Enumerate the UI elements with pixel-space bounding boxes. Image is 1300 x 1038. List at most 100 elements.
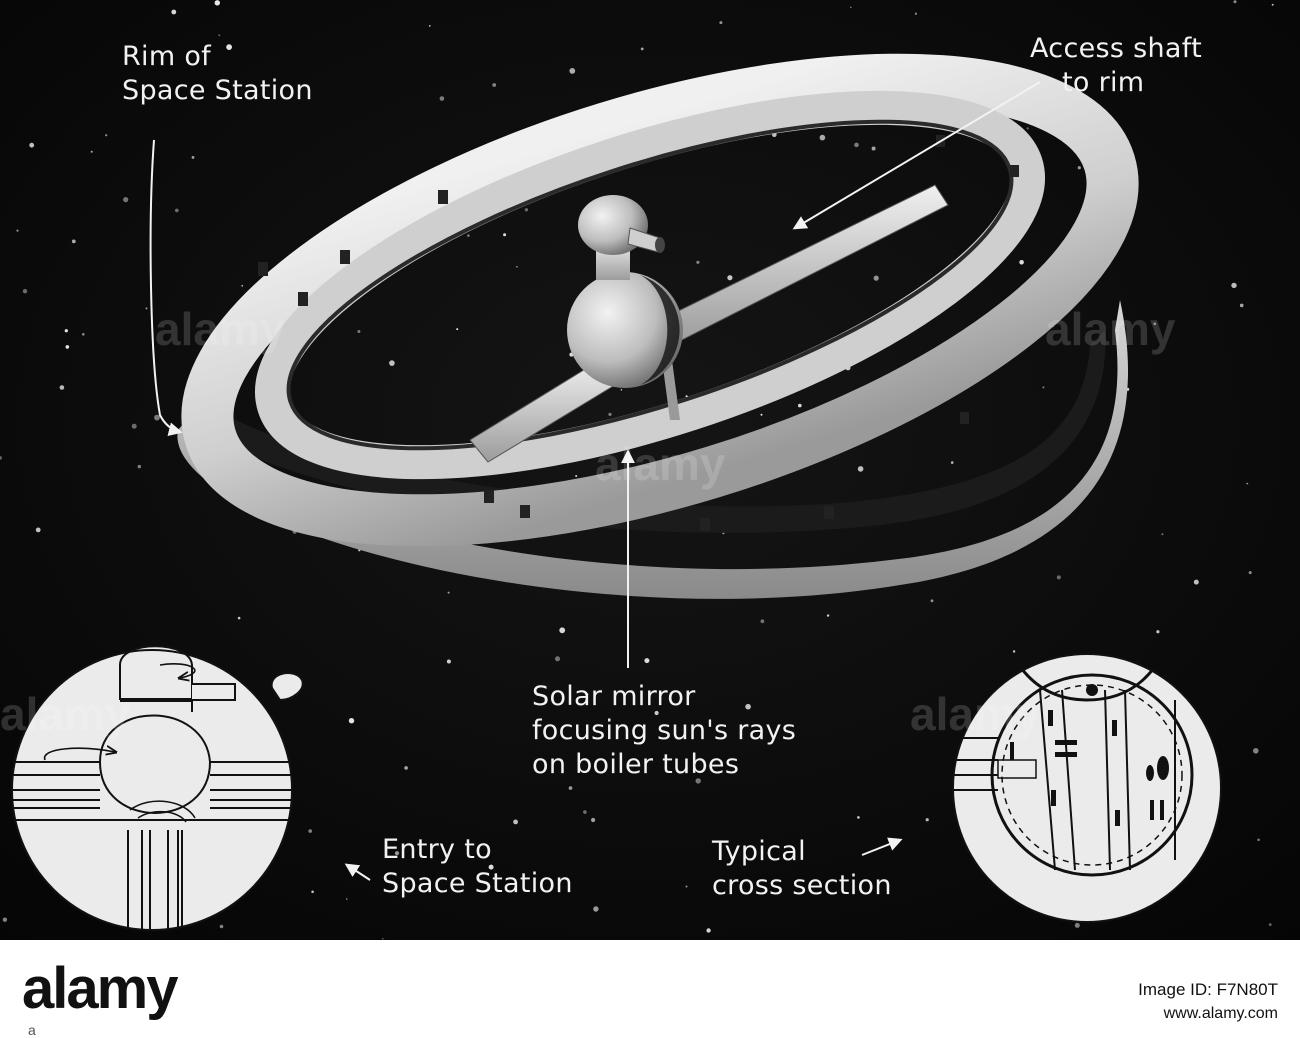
star — [64, 329, 68, 333]
star — [685, 885, 688, 888]
star — [65, 345, 70, 349]
star — [925, 818, 929, 822]
logo-code: a — [28, 1022, 36, 1038]
outer-rim-upper — [181, 53, 1139, 547]
star — [644, 658, 650, 664]
star — [428, 25, 431, 27]
star — [2, 917, 8, 922]
hub-sphere — [567, 272, 683, 388]
star — [492, 83, 497, 87]
star — [35, 527, 41, 533]
star — [524, 208, 529, 212]
star — [357, 330, 361, 333]
entry-label-line-2: Space Station — [382, 868, 573, 899]
star — [1077, 166, 1081, 170]
cross-section-arrow — [861, 837, 903, 856]
callout-arrows — [149, 81, 1041, 881]
star — [467, 234, 470, 237]
solar-mirror-label-line-2: focusing sun's rays — [532, 715, 797, 746]
star — [591, 817, 596, 823]
star — [640, 47, 644, 51]
star — [123, 197, 129, 203]
star — [226, 44, 233, 50]
star — [1268, 923, 1272, 926]
star — [131, 423, 137, 429]
star — [608, 412, 612, 416]
star — [1019, 260, 1024, 265]
star — [1156, 630, 1160, 634]
hub-shadow — [640, 275, 680, 385]
inner-rim-edge — [286, 119, 1014, 451]
star — [914, 12, 918, 15]
solar-mirror-label-line-1: Solar mirror — [532, 681, 696, 712]
star — [760, 413, 763, 416]
star — [456, 328, 459, 331]
star — [950, 461, 954, 464]
rim-label-line-1: Rim of — [122, 41, 211, 72]
rim-shadow — [190, 330, 1106, 533]
star — [1253, 748, 1259, 754]
star — [593, 906, 599, 912]
star — [394, 851, 400, 856]
star — [706, 928, 711, 933]
star — [389, 360, 395, 366]
star — [237, 616, 241, 620]
watermark-text: alamy — [0, 688, 131, 740]
star — [16, 229, 19, 232]
star — [503, 233, 507, 237]
access-shaft-label-line-2: to rim — [1062, 67, 1145, 98]
star — [447, 591, 450, 594]
star — [1271, 3, 1274, 6]
star — [583, 810, 587, 814]
star — [760, 619, 765, 624]
space-station-illustration: alamy alamy alamy alamy alamy — [0, 0, 1300, 940]
star — [1193, 579, 1199, 585]
cross-section-label: Typical cross section — [712, 835, 892, 903]
star — [585, 693, 589, 696]
star — [345, 898, 348, 900]
star — [1153, 322, 1157, 326]
star — [0, 456, 2, 460]
cross-section-inset — [952, 653, 1222, 923]
star — [871, 146, 876, 151]
star — [191, 156, 195, 159]
star — [850, 6, 852, 9]
star — [59, 385, 65, 390]
site-url: www.alamy.com — [1163, 1005, 1278, 1022]
rim-label-line-2: Space Station — [122, 75, 313, 106]
star — [695, 778, 701, 784]
star — [348, 718, 355, 724]
star — [559, 627, 566, 634]
solar-mirror-label: Solar mirror focusing sun's rays on boil… — [532, 680, 796, 782]
star — [1026, 127, 1029, 130]
entry-label: Entry to Space Station — [382, 833, 573, 901]
star — [171, 9, 177, 15]
star — [175, 208, 179, 213]
star — [439, 96, 445, 101]
star — [311, 890, 314, 894]
star — [819, 134, 826, 141]
star — [219, 924, 224, 929]
watermarks: alamy alamy alamy alamy alamy — [0, 303, 1176, 740]
vertical-support — [662, 360, 680, 420]
star — [382, 937, 384, 940]
star — [854, 142, 859, 148]
star — [218, 34, 221, 37]
access-shaft-arrow — [792, 81, 1041, 230]
alamy-logo: alamy — [22, 956, 178, 1021]
inner-rim — [255, 90, 1045, 480]
star — [90, 150, 93, 153]
star — [555, 656, 560, 662]
solar-mirror-label-line-3: on boiler tubes — [532, 749, 740, 780]
star — [568, 786, 573, 790]
star — [1056, 575, 1061, 580]
star — [137, 464, 141, 469]
watermark-text: alamy — [595, 438, 726, 490]
star — [488, 864, 494, 870]
star — [71, 239, 76, 244]
star — [1074, 922, 1080, 928]
star — [1248, 571, 1252, 575]
star — [1239, 303, 1244, 308]
star — [29, 142, 35, 148]
star — [575, 475, 578, 477]
